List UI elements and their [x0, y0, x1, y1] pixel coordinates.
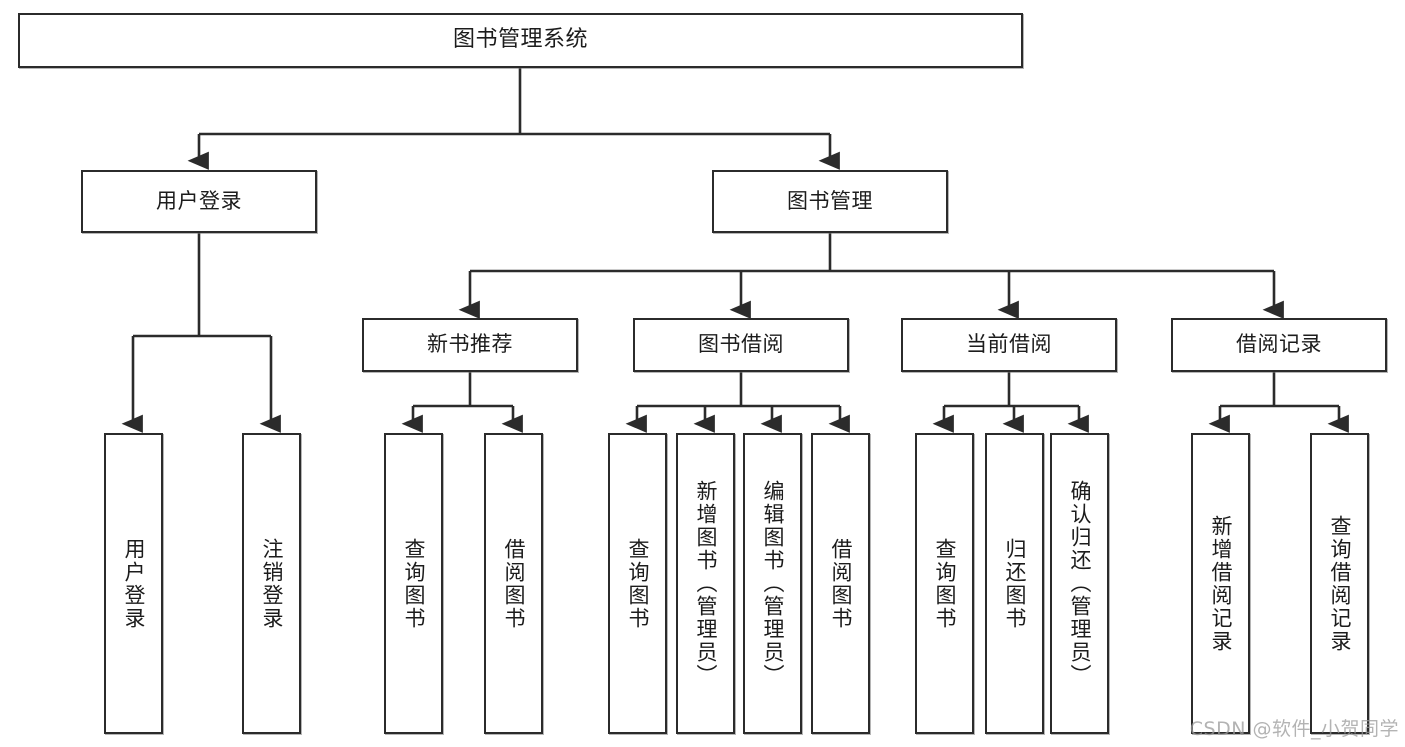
- node-label: 归还图书: [1003, 537, 1027, 630]
- node-label: 注销登录: [260, 537, 284, 630]
- node-label: 新增图书（管理员）: [694, 480, 718, 687]
- node-leaf-confirm-return[interactable]: 确认归还（管理员）: [1050, 433, 1109, 734]
- node-leaf-user-login[interactable]: 用户登录: [104, 433, 163, 734]
- node-leaf-query-book-1[interactable]: 查询图书: [384, 433, 443, 734]
- node-label: 当前借阅: [966, 332, 1052, 357]
- node-label: 查询借阅记录: [1328, 514, 1352, 653]
- node-user-login[interactable]: 用户登录: [81, 170, 317, 233]
- node-label: 图书管理系统: [452, 27, 588, 53]
- node-label: 新增借阅记录: [1209, 514, 1233, 653]
- node-leaf-logout[interactable]: 注销登录: [242, 433, 301, 734]
- node-root-system[interactable]: 图书管理系统: [18, 13, 1023, 68]
- node-label: 借阅记录: [1236, 332, 1322, 357]
- node-label: 确认归还（管理员）: [1068, 480, 1092, 687]
- node-leaf-query-book-2[interactable]: 查询图书: [608, 433, 667, 734]
- node-label: 图书管理: [787, 188, 873, 213]
- csdn-watermark: CSDN @软件_小贺同学: [1189, 718, 1399, 740]
- node-leaf-add-book[interactable]: 新增图书（管理员）: [676, 433, 735, 734]
- node-label: 图书借阅: [698, 332, 784, 357]
- node-leaf-add-borrow-record[interactable]: 新增借阅记录: [1191, 433, 1250, 734]
- node-book-management[interactable]: 图书管理: [712, 170, 948, 233]
- node-label: 借阅图书: [502, 537, 526, 630]
- node-label: 用户登录: [122, 537, 146, 630]
- node-leaf-query-book-3[interactable]: 查询图书: [915, 433, 974, 734]
- node-label: 编辑图书（管理员）: [761, 480, 785, 687]
- node-leaf-borrow-book-1[interactable]: 借阅图书: [484, 433, 543, 734]
- node-new-book-recommend[interactable]: 新书推荐: [362, 318, 578, 372]
- node-label: 查询图书: [626, 537, 650, 630]
- node-borrow-record[interactable]: 借阅记录: [1171, 318, 1387, 372]
- node-label: 查询图书: [933, 537, 957, 630]
- node-label: 借阅图书: [829, 537, 853, 630]
- node-leaf-return-book[interactable]: 归还图书: [985, 433, 1044, 734]
- node-leaf-borrow-book-2[interactable]: 借阅图书: [811, 433, 870, 734]
- node-label: 新书推荐: [427, 332, 513, 357]
- node-current-borrow[interactable]: 当前借阅: [901, 318, 1117, 372]
- node-book-borrow[interactable]: 图书借阅: [633, 318, 849, 372]
- node-leaf-query-borrow-record[interactable]: 查询借阅记录: [1310, 433, 1369, 734]
- node-label: 查询图书: [402, 537, 426, 630]
- node-label: 用户登录: [156, 188, 242, 213]
- node-leaf-edit-book[interactable]: 编辑图书（管理员）: [743, 433, 802, 734]
